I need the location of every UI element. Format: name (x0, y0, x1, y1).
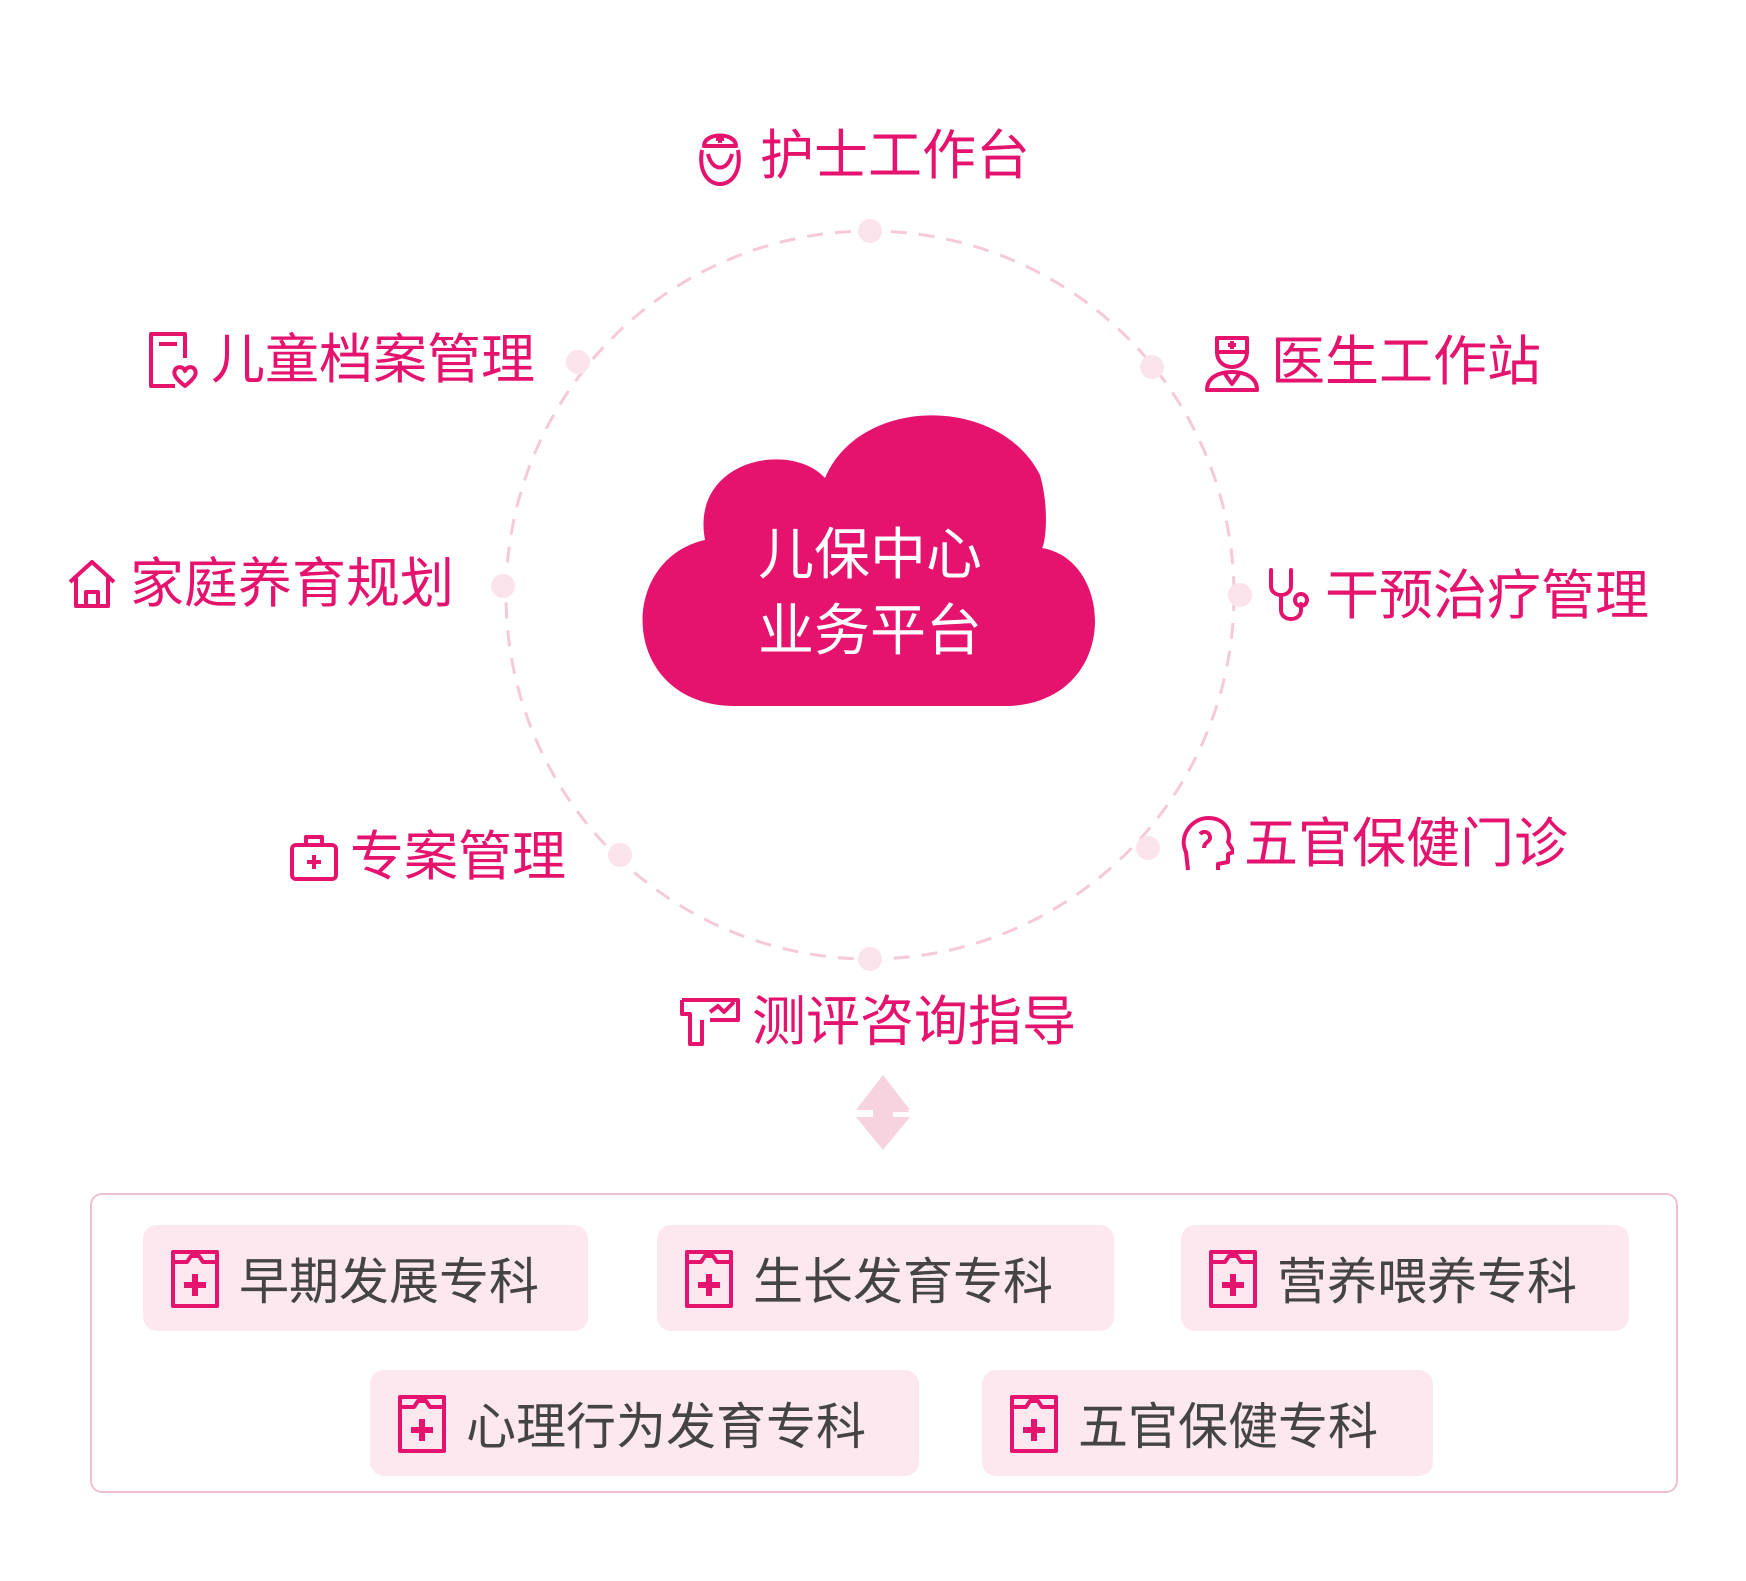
medical-cross-icon (685, 1250, 733, 1308)
head-profile-icon (1181, 816, 1234, 871)
center-platform-title: 儿保中心 业务平台 (650, 518, 1090, 670)
module-label: 干预治疗管理 (1325, 564, 1649, 627)
module-label: 专案管理 (350, 825, 566, 888)
arrow-body (856, 1075, 910, 1150)
module-nurse-station[interactable]: 护士工作台 (690, 124, 1030, 188)
assessment-icon (680, 998, 740, 1046)
specialty-psych-behavior[interactable]: 心理行为发育专科 (370, 1370, 919, 1476)
specialty-early-development[interactable]: 早期发展专科 (143, 1225, 588, 1331)
specialties-panel (90, 1193, 1678, 1493)
module-special-case[interactable]: 专案管理 (288, 830, 566, 884)
specialty-ent-health[interactable]: 五官保健专科 (982, 1370, 1433, 1476)
module-ent-clinic[interactable]: 五官保健门诊 (1178, 812, 1568, 876)
ring-dot (566, 350, 590, 374)
module-label: 五官保健门诊 (1244, 812, 1568, 875)
ring-dot (858, 219, 882, 243)
module-assessment-consulting[interactable]: 测评咨询指导 (678, 990, 1076, 1054)
home-icon (68, 560, 116, 608)
specialty-label: 五官保健专科 (1078, 1398, 1378, 1456)
cloud-shape (642, 415, 1096, 706)
module-family-parenting[interactable]: 家庭养育规划 (64, 556, 454, 612)
stethoscope-icon (1269, 568, 1309, 621)
medical-cross-icon (1209, 1250, 1257, 1308)
specialty-growth[interactable]: 生长发育专科 (657, 1225, 1114, 1331)
specialty-nutrition-feeding[interactable]: 营养喂养专科 (1181, 1225, 1629, 1331)
ring-dot (1136, 836, 1160, 860)
medical-kit-icon (290, 835, 338, 881)
doctor-icon (1205, 336, 1259, 392)
medical-cross-icon (398, 1395, 446, 1453)
file-heart-icon (149, 332, 198, 388)
ring-dot (1140, 355, 1164, 379)
center-line-1: 儿保中心 (758, 523, 982, 588)
module-label: 测评咨询指导 (752, 990, 1076, 1053)
module-label: 护士工作台 (760, 124, 1030, 187)
module-label: 医生工作站 (1271, 330, 1541, 393)
module-doctor-station[interactable]: 医生工作站 (1203, 330, 1541, 394)
module-child-records[interactable]: 儿童档案管理 (145, 328, 535, 392)
medical-cross-icon (171, 1250, 219, 1308)
specialty-label: 生长发育专科 (753, 1253, 1053, 1311)
module-intervention-treatment[interactable]: 干预治疗管理 (1265, 564, 1649, 628)
ring-dots (491, 219, 1252, 971)
specialty-label: 心理行为发育专科 (466, 1398, 866, 1456)
specialty-label: 早期发展专科 (239, 1253, 539, 1311)
specialty-label: 营养喂养专科 (1277, 1253, 1577, 1311)
module-label: 家庭养育规划 (130, 552, 454, 615)
ring-dot (858, 947, 882, 971)
ring-dot (1228, 583, 1252, 607)
center-line-2: 业务平台 (758, 599, 982, 664)
medical-cross-icon (1010, 1395, 1058, 1453)
nurse-icon (699, 133, 741, 186)
ring-dot (608, 843, 632, 867)
module-label: 儿童档案管理 (211, 328, 535, 391)
ring-dot (491, 574, 515, 598)
